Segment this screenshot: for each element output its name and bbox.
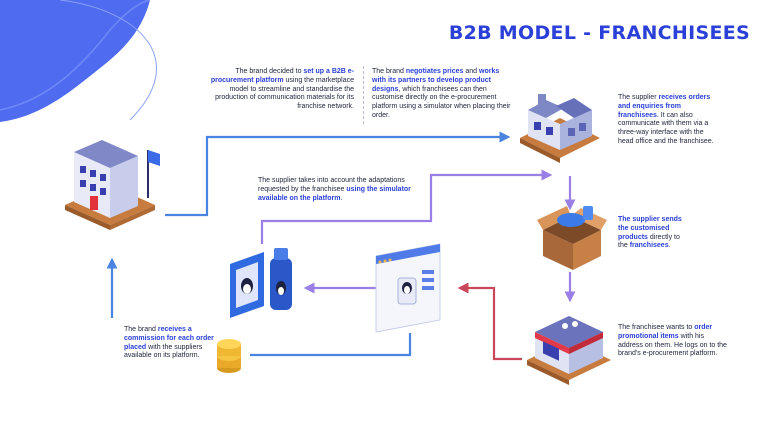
step-franchisee-order-text: The franchisee wants to order promotiona… — [618, 324, 727, 358]
gold-coins-icon — [217, 339, 241, 373]
step-commission-text: The brand receives a commission for each… — [124, 326, 214, 360]
arrow-items-to-supplier — [260, 169, 553, 244]
brand-headquarters-icon — [65, 140, 160, 230]
simulator-screen-icon — [375, 243, 441, 333]
factory-icon — [520, 94, 600, 163]
arrow-simulator-to-coins — [250, 333, 412, 357]
page-title: B2B MODEL - FRANCHISEES — [448, 22, 750, 44]
step-supplier-orders-text: The supplier receives orders and enquiri… — [618, 94, 714, 145]
shipping-box-icon — [537, 206, 607, 270]
background-blob — [0, 0, 157, 122]
step-supplier-sends-text: The supplier sends the customised produc… — [618, 216, 682, 250]
arrow-brand-to-supplier — [165, 131, 511, 217]
franchise-shop-icon — [527, 316, 611, 385]
step-simulator-text: The supplier takes into account the adap… — [258, 177, 411, 202]
step-platform-setup-text: The brand decided to set up a B2B e-proc… — [210, 68, 354, 111]
promotional-items-icon — [230, 248, 292, 318]
step-negotiation-text: The brand negotiates prices and works wi… — [372, 68, 511, 119]
arrow-shop-to-simulator — [457, 282, 522, 361]
dashed-divider — [363, 66, 364, 124]
